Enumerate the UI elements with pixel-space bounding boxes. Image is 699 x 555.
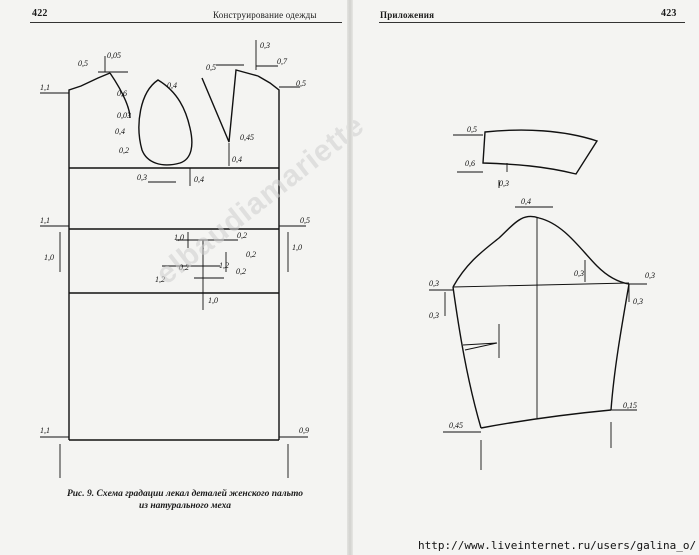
label-0-2-b: 0,2 <box>237 231 247 240</box>
label-0-6: 0,6 <box>117 89 127 98</box>
label-0-5-right2: 0,5 <box>300 216 310 225</box>
bodice-pattern-diagram: 0,5 0,05 0,3 0,7 1,1 0,5 0,4 0,5 0,6 0,0… <box>40 40 310 478</box>
sleeve-hem <box>480 409 612 429</box>
page-number-right: 423 <box>661 8 677 19</box>
running-head-left: Конструирование одежды <box>213 10 317 20</box>
sleeve-pattern-diagram: 0,5 0,6 0,3 0,4 0,3 0,3 0,3 0,3 0,3 0,15… <box>429 125 655 470</box>
label-0-2-c: 0,2 <box>246 250 256 259</box>
right-page: Приложения 423 <box>349 0 699 555</box>
label-0-3-left-down: 0,3 <box>429 311 439 320</box>
label-1-2-b: 1,2 <box>219 261 229 270</box>
front-center-line <box>68 72 111 440</box>
neck-curve <box>109 72 131 119</box>
label-1-0-center: 1,0 <box>174 233 184 242</box>
left-page: 422 Конструирование одежды <box>0 0 371 555</box>
book-gutter <box>347 0 353 555</box>
label-0-9: 0,9 <box>299 426 309 435</box>
cuff-piece <box>482 129 599 175</box>
page-number-left: 422 <box>32 8 48 19</box>
sleeve-bicep-line <box>452 282 630 288</box>
armhole-curve <box>138 79 193 166</box>
label-0-4-b: 0,4 <box>232 155 242 164</box>
label-0-3-right-down: 0,3 <box>633 297 643 306</box>
label-0-5-cuff: 0,5 <box>467 125 477 134</box>
sleeve-cap-right <box>538 217 630 285</box>
label-0-2-a: 0,2 <box>119 146 129 155</box>
label-1-1-mid: 1,1 <box>40 216 50 225</box>
label-0-3-left: 0,3 <box>429 279 439 288</box>
label-0-3-right: 0,3 <box>645 271 655 280</box>
label-1-0-right: 1,0 <box>292 243 302 252</box>
label-1-0-d: 1,0 <box>208 296 218 305</box>
header-rule-right <box>379 22 685 23</box>
label-0-45: 0,45 <box>240 133 254 142</box>
label-0-4-c: 0,4 <box>194 175 204 184</box>
label-0-3-cuff: 0,3 <box>499 179 509 188</box>
label-0-3-top: 0,3 <box>260 41 270 50</box>
label-0-05: 0,05 <box>107 51 121 60</box>
running-head-right: Приложения <box>380 10 435 20</box>
label-0-2-d: 0,2 <box>179 263 189 272</box>
label-0-4-neck: 0,4 <box>167 81 177 90</box>
label-0-7: 0,7 <box>277 57 288 66</box>
header-rule-left <box>30 22 342 23</box>
label-0-5-right1: 0,5 <box>296 79 306 88</box>
label-0-15: 0,15 <box>623 401 637 410</box>
label-0-5-dart: 0,5 <box>206 63 216 72</box>
figure-caption: Рис. 9. Схема градации лекал деталей жен… <box>30 488 340 512</box>
label-0-3-cap: 0,3 <box>574 269 584 278</box>
source-url[interactable]: http://www.liveinternet.ru/users/galina_… <box>418 539 697 552</box>
label-1-1-bottom: 1,1 <box>40 426 50 435</box>
label-0-5-top: 0,5 <box>78 59 88 68</box>
caption-line-1: Рис. 9. Схема градации лекал деталей жен… <box>66 489 304 499</box>
label-1-0-left: 1,0 <box>44 253 54 262</box>
label-1-2-a: 1,2 <box>155 275 165 284</box>
label-0-45-hem: 0,45 <box>449 421 463 430</box>
label-0-03: 0,03 <box>117 111 131 120</box>
label-0-2-e: 0,2 <box>236 267 246 276</box>
label-0-6-cuff: 0,6 <box>465 159 475 168</box>
label-1-1-top: 1,1 <box>40 83 50 92</box>
shoulder-dart <box>201 69 259 143</box>
sleeve-under-left <box>452 286 482 429</box>
sleeve-under-right <box>610 283 630 411</box>
sleeve-cap-left <box>452 215 540 288</box>
label-0-4-cap: 0,4 <box>521 197 531 206</box>
side-line <box>257 75 280 440</box>
label-0-4-a: 0,4 <box>115 127 125 136</box>
label-0-3-mid: 0,3 <box>137 173 147 182</box>
caption-line-2: из натурального меха <box>139 501 231 511</box>
elbow-dart <box>462 342 498 351</box>
